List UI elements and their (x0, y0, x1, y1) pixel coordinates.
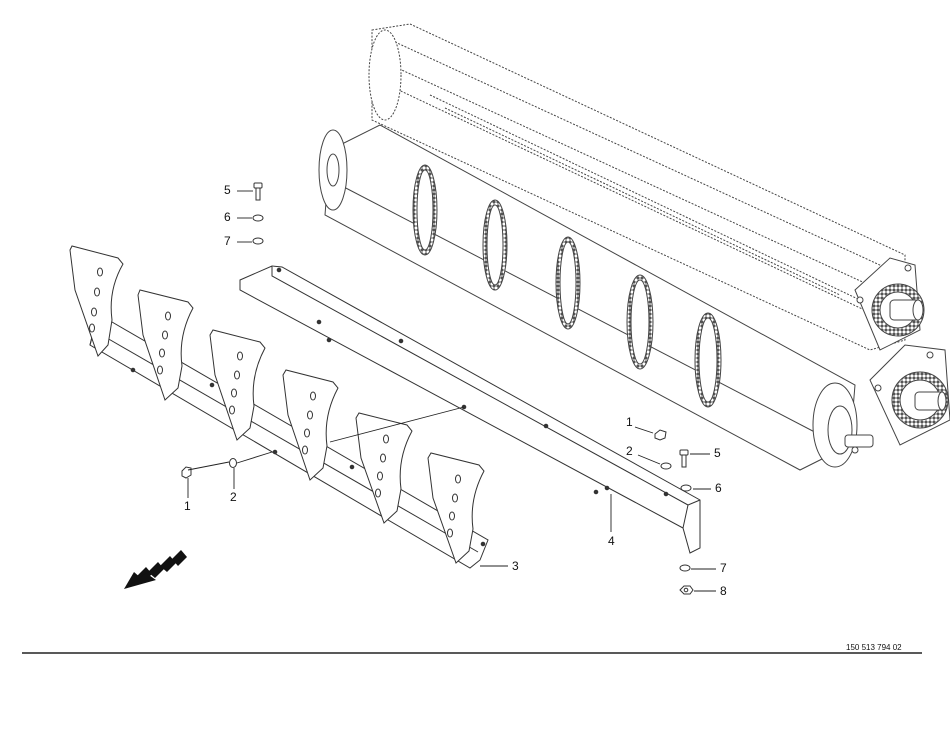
callout-6-right: 6 (715, 481, 722, 495)
callout-3: 3 (512, 559, 519, 573)
knife-blades (69, 245, 485, 564)
callout-2-left: 2 (230, 490, 237, 504)
bearing-housings (851, 257, 950, 454)
washer-part-6-right (680, 484, 692, 492)
nut-part-1-right (654, 429, 667, 441)
nut-part-8 (679, 585, 694, 595)
callout-4: 4 (608, 534, 615, 548)
mounting-rail (239, 265, 701, 554)
front-roller (318, 124, 874, 471)
leader-lines (22, 190, 922, 654)
direction-arrow-icon (124, 550, 187, 589)
callout-2-right: 2 (626, 444, 633, 458)
bolt-part-5-top (253, 182, 263, 201)
callout-6-top: 6 (224, 210, 231, 224)
bolt-part-5-right (679, 449, 689, 468)
rear-drum (368, 23, 906, 351)
hardware-parts (181, 182, 694, 595)
washer-part-2-left (229, 458, 237, 468)
callout-5-right: 5 (714, 446, 721, 460)
callout-1-left: 1 (184, 499, 191, 513)
callout-5-top: 5 (224, 183, 231, 197)
callout-7-bottom: 7 (720, 561, 727, 575)
callout-7-top: 7 (224, 234, 231, 248)
document-number: 150 513 794 02 (846, 643, 902, 652)
washer-part-7-bottom (679, 564, 691, 572)
washer-part-6-top (252, 214, 264, 222)
washer-part-2-right (660, 462, 672, 470)
rotor-assembly (318, 23, 950, 471)
callout-8: 8 (720, 584, 727, 598)
washer-part-7-top (252, 237, 264, 245)
nut-part-1-left (181, 466, 192, 479)
callout-1-right: 1 (626, 415, 633, 429)
knife-bar (69, 245, 489, 569)
